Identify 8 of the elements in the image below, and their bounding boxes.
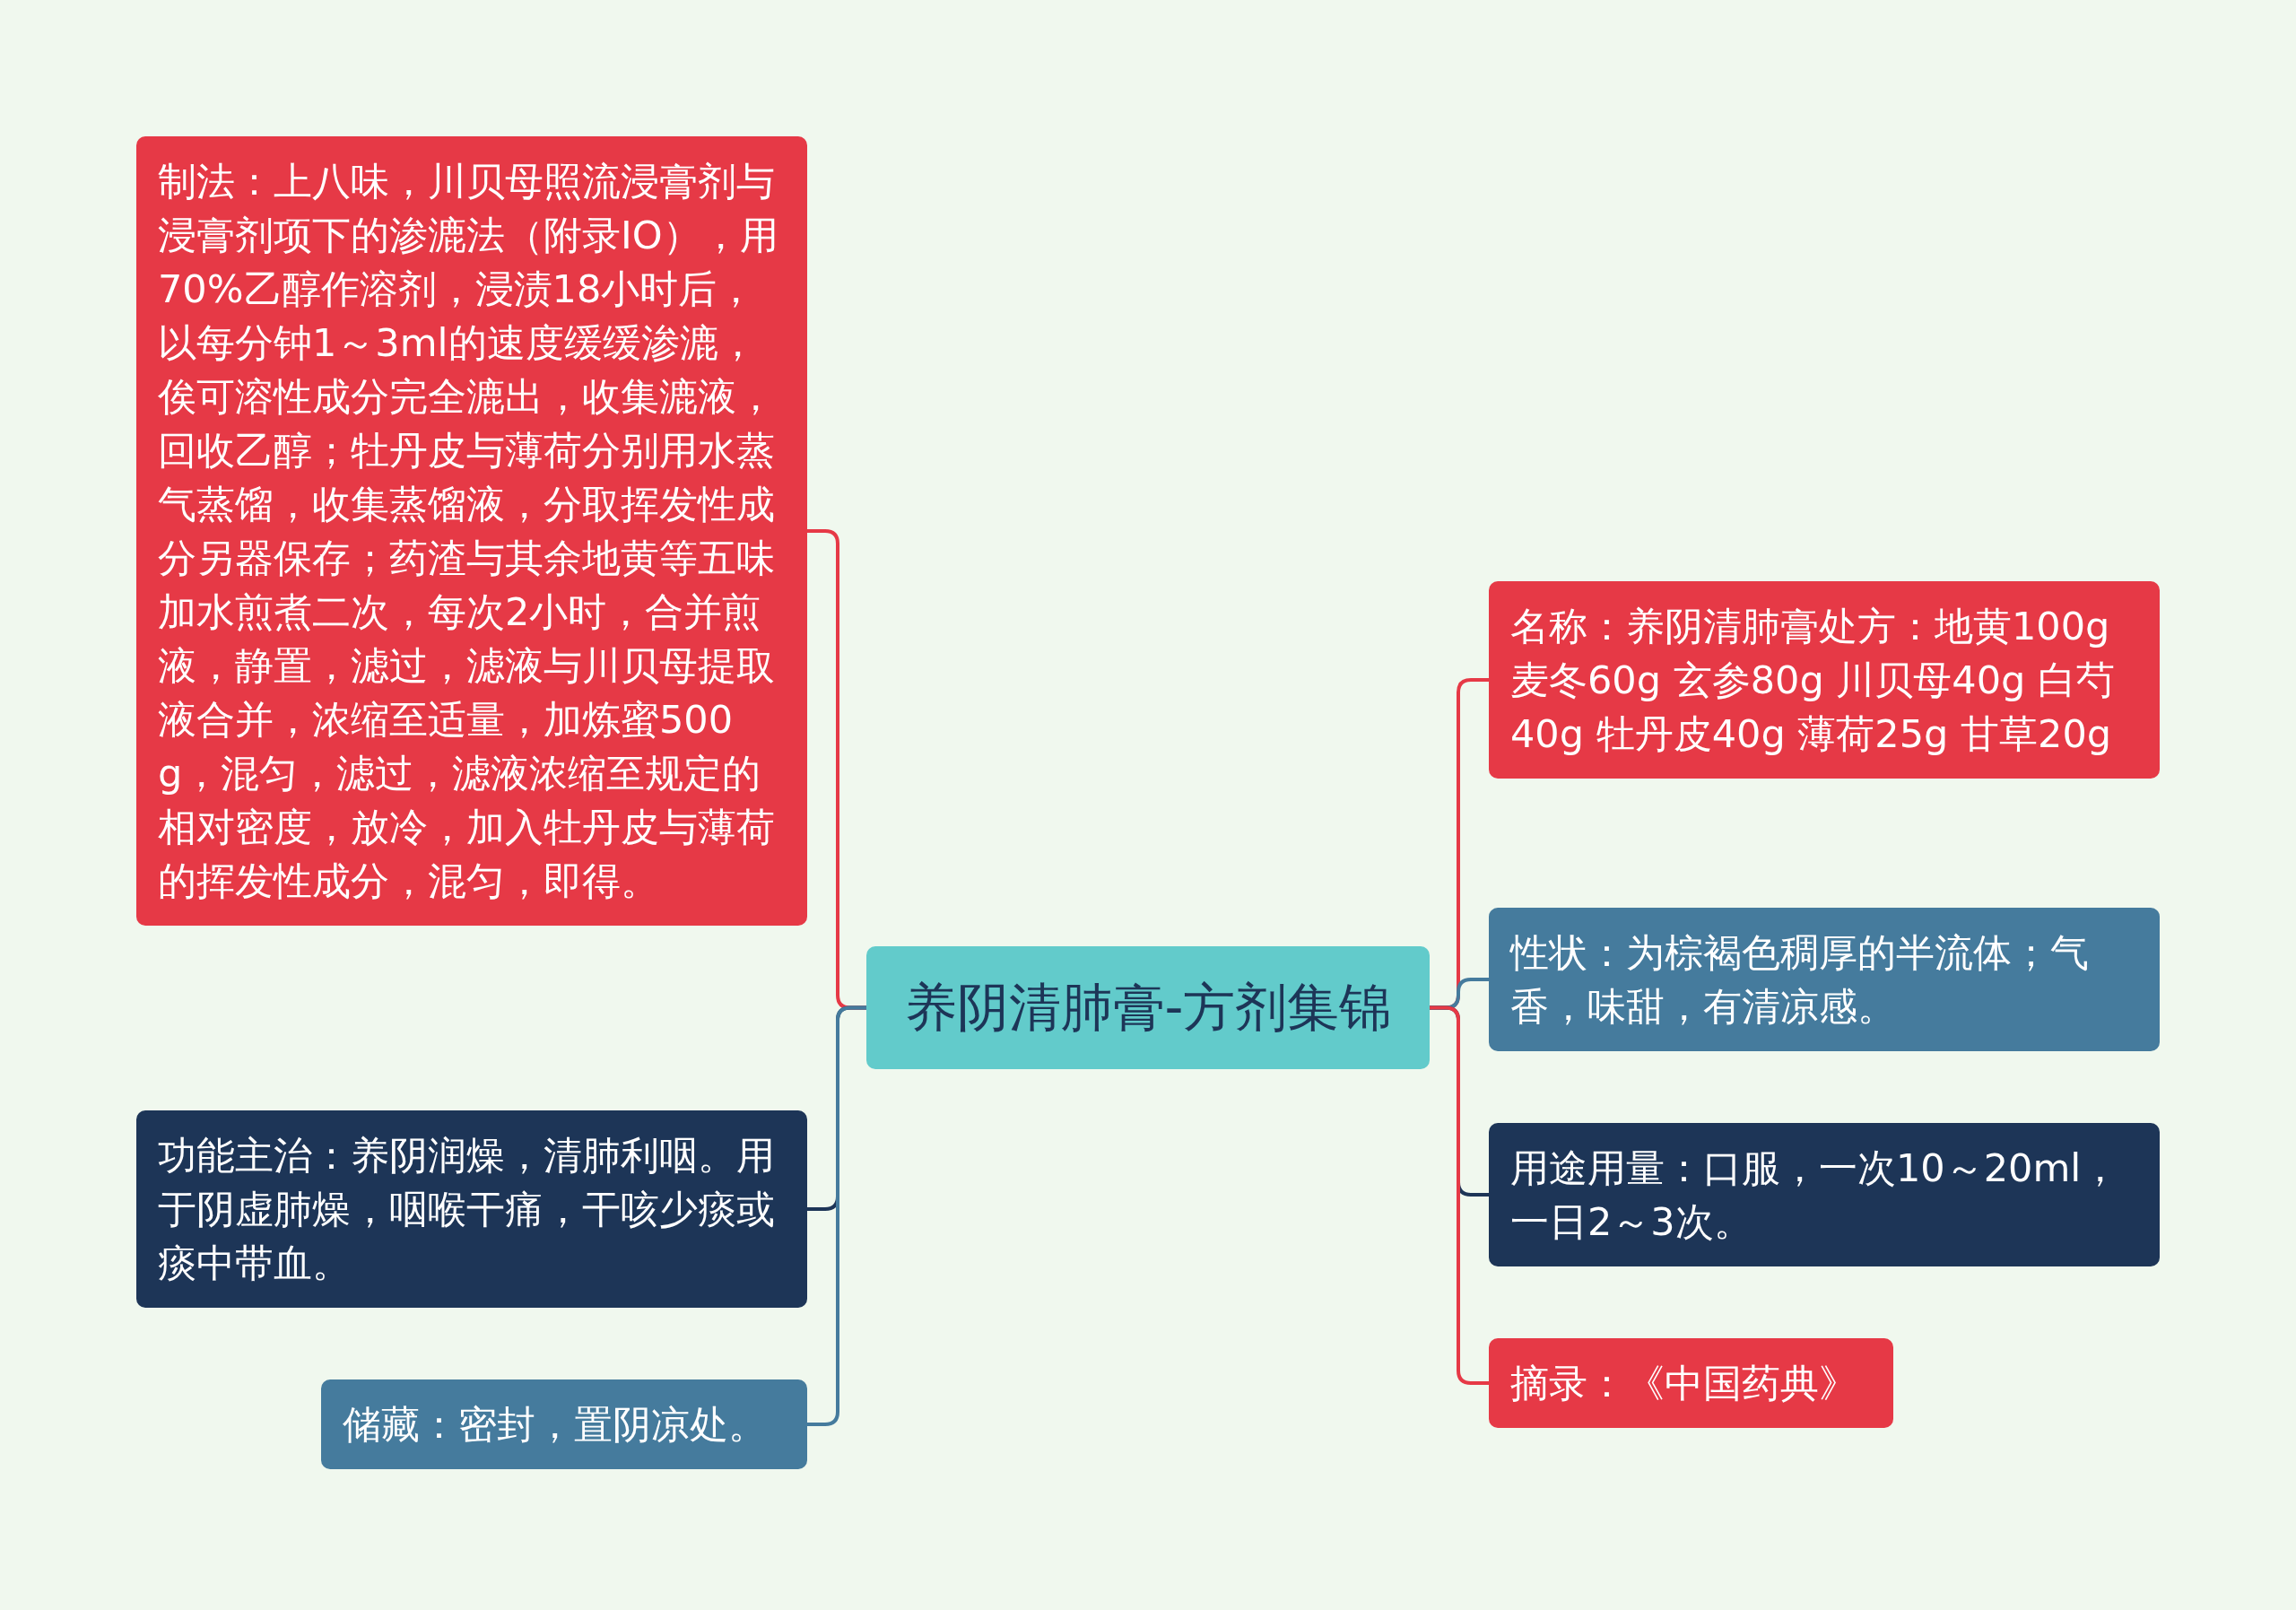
topic-box: 功能主治：养阴润燥，清肺利咽。用于阴虚肺燥，咽喉干痛，干咳少痰或痰中带血。 bbox=[136, 1110, 807, 1308]
topic-box: 制法：上八味，川贝母照流浸膏剂与浸膏剂项下的渗漉法（附录ⅠO），用70%乙醇作溶剂，浸渍18小时后，以每分钟1～3ml的速度缓缓渗漉，俟可溶性成分完全漉出，收集漉液，回收乙醇；牡丹皮与薄荷分别用水蒸气蒸馏，收集蒸馏液，分取挥发性成分另器保存；药渣与其余地黄等五味加水煎煮二次，每次2小时，合并煎液，静置，滤过，滤液与川贝母提取液合并，浓缩至适量，加炼蜜500g，混匀，滤过，滤液浓缩至规定的相对密度，放冷，加入牡丹皮与薄荷的挥发性成分，混匀，即得。 bbox=[136, 136, 807, 926]
topic-box: 储藏：密封，置阴凉处。 bbox=[321, 1379, 807, 1469]
topic-box: 性状：为棕褐色稠厚的半流体；气香，味甜，有清凉感。 bbox=[1489, 908, 2160, 1051]
topic-box: 用途用量：口服，一次10～20ml，一日2～3次。 bbox=[1489, 1123, 2160, 1266]
topic-box: 名称：养阴清肺膏处方：地黄100g 麦冬60g 玄参80g 川贝母40g 白芍40g 牡丹皮40g 薄荷25g 甘草20g bbox=[1489, 581, 2160, 779]
central-topic-box: 养阴清肺膏-方剂集锦 bbox=[866, 946, 1430, 1069]
topic-box: 摘录：《中国药典》 bbox=[1489, 1338, 1893, 1428]
